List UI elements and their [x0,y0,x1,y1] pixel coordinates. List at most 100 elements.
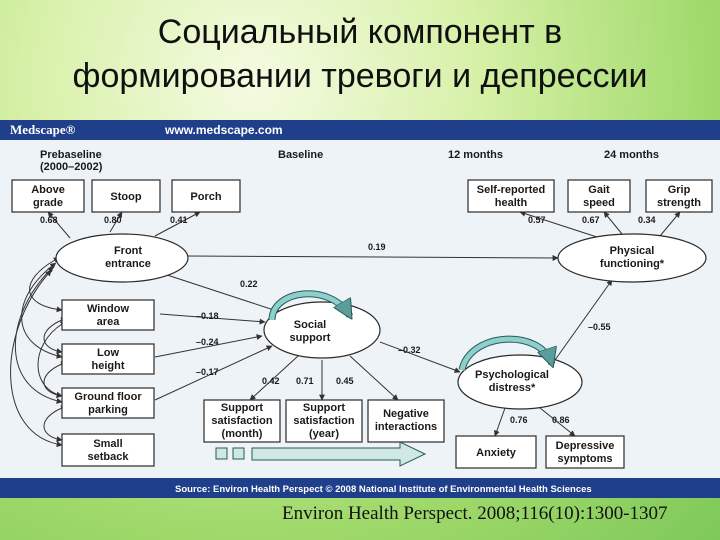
corr-front-ground [14,266,63,404]
svg-text:distress*: distress* [489,382,536,394]
title-line-1: Социальный компонент в [157,13,563,51]
svg-text:Social: Social [294,319,326,331]
progress-square-2 [232,447,245,460]
edge-front-porch [154,211,201,237]
corr-ground-setback [43,405,67,443]
coef-psych-physical: –0.55 [588,322,611,332]
box-gait-speed: Gait speed [567,179,631,213]
svg-text:Gait: Gait [588,184,610,196]
box-anxiety: Anxiety [455,435,537,469]
coef-above-grade: 0.68 [40,215,58,225]
connector-lines [10,210,681,448]
path-diagram-figure: Medscape® www.medscape.com Source: Envir… [0,120,720,498]
progress-square-1 [215,447,228,460]
corr-window-ground [37,321,67,398]
header-prebaseline: Prebaseline [40,149,102,161]
coef-support-month: 0.42 [262,376,280,386]
svg-text:Support: Support [221,402,263,414]
edge-social-psych [379,341,461,373]
svg-text:Ground floor: Ground floor [74,391,142,403]
svg-text:Stoop: Stoop [110,191,141,203]
coef-negative: 0.45 [336,376,354,386]
medscape-logo: Medscape® [10,122,76,137]
svg-text:grade: grade [33,197,63,209]
source-line: Source: Environ Health Perspect © 2008 N… [175,484,592,495]
coef-self-reported: 0.57 [528,215,546,225]
edge-physical-grip [659,211,681,237]
medscape-url: www.medscape.com [164,123,283,137]
coef-front-physical: 0.19 [368,242,386,252]
svg-text:symptoms: symptoms [557,453,612,465]
citation: Environ Health Perspect. 2008;116(10):13… [282,503,668,524]
svg-text:Self-reported: Self-reported [477,184,545,196]
svg-text:Depressive: Depressive [556,440,615,452]
svg-text:Psychological: Psychological [475,369,549,381]
edge-physical-self-reported [519,210,601,239]
coef-social-psych: –0.32 [398,345,421,355]
svg-text:Support: Support [303,402,345,414]
svg-text:setback: setback [88,451,130,463]
svg-text:(month): (month) [222,428,263,440]
svg-text:Window: Window [87,303,129,315]
edge-low-social [154,334,263,358]
coef-low-social: –0.24 [196,337,219,347]
box-support-satisfaction-month: Support satisfaction (month) [203,399,281,443]
edge-front-physical [186,254,559,261]
box-grip-strength: Grip strength [645,179,713,213]
edge-social-support-month [249,355,299,401]
coef-ground-social: –0.17 [196,367,219,377]
box-porch: Porch [171,179,241,213]
title-line-2: формировании тревоги и депрессии [72,57,648,95]
header-baseline: Baseline [278,149,323,161]
edge-psych-depressive [539,407,576,437]
svg-text:interactions: interactions [375,421,437,433]
edge-physical-gait [603,211,623,235]
svg-text:satisfaction: satisfaction [293,415,354,427]
svg-text:Above: Above [31,184,65,196]
coef-porch: 0.41 [170,215,188,225]
coef-gait: 0.67 [582,215,600,225]
coef-window-social: –0.18 [196,311,219,321]
svg-text:height: height [92,360,125,372]
header-24-months: 24 months [604,149,659,161]
box-low-height: Low height [61,343,155,375]
slide-title: Социальный компонент в формировании трев… [0,10,720,98]
svg-text:health: health [495,197,528,209]
svg-text:support: support [290,332,331,344]
box-support-satisfaction-year: Support satisfaction (year) [285,399,363,443]
svg-text:Physical: Physical [610,245,655,257]
bottom-banner [0,478,720,498]
teal-arrow-social [269,291,350,320]
header-prebaseline-years: (2000–2002) [40,161,103,173]
svg-text:Small: Small [93,438,122,450]
svg-text:satisfaction: satisfaction [211,415,272,427]
edge-front-above-grade [47,211,71,239]
node-social-support: Social support [263,301,381,359]
box-negative-interactions: Negative interactions [367,399,445,443]
box-window-area: Window area [61,299,155,331]
box-ground-floor-parking: Ground floor parking [61,387,155,419]
svg-text:area: area [97,316,121,328]
svg-text:functioning*: functioning* [600,258,665,270]
node-front-entrance: Front entrance [55,233,189,283]
svg-text:entrance: entrance [105,258,151,270]
corr-low-ground [43,361,67,399]
edge-psych-physical [554,279,613,361]
node-physical-functioning: Physical functioning* [557,233,707,283]
edge-social-negative [349,355,399,401]
coef-front-social: 0.22 [240,279,258,289]
svg-text:Grip: Grip [668,184,691,196]
corr-front-setback [10,269,63,448]
svg-text:Low: Low [97,347,119,359]
edge-front-social [157,271,281,314]
coef-grip: 0.34 [638,215,656,225]
edge-front-stoop [109,211,123,233]
coefficient-labels: 0.68 0.80 0.41 0.19 0.22 –0.18 –0.24 –0.… [40,215,656,425]
svg-text:Porch: Porch [190,191,221,203]
box-above-grade: Above grade [11,179,85,213]
svg-text:parking: parking [88,404,128,416]
svg-text:(year): (year) [309,428,339,440]
box-stoop: Stoop [91,179,161,213]
svg-text:Negative: Negative [383,408,429,420]
teal-arrow-psych [459,336,552,371]
